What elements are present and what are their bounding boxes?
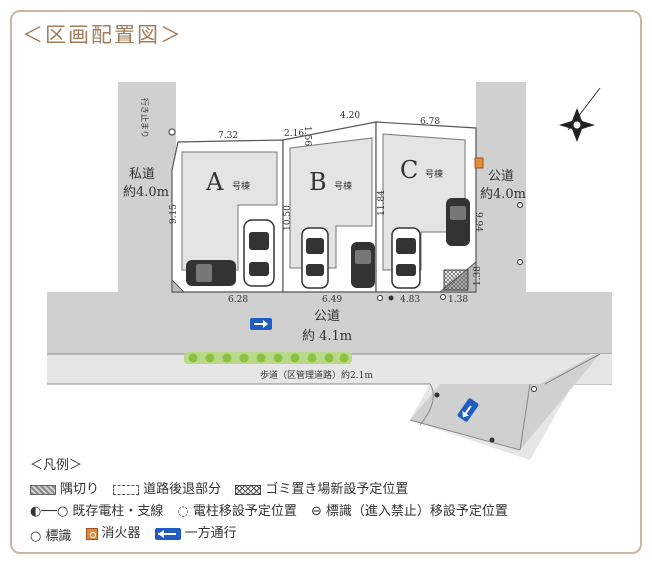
- main-road-label-1: 公道: [314, 309, 340, 324]
- lot-a-suffix: 号棟: [232, 180, 250, 192]
- legend-row-2: ◐──○既存電柱・支線 ◌電柱移設予定位置 ⊖標識（進入禁止）移設予定位置: [30, 502, 518, 522]
- corner-cut-swatch: [30, 485, 56, 495]
- legend-heading: ＜凡例＞: [30, 458, 83, 473]
- left-road-label-2: 約4.0m: [123, 185, 169, 200]
- legend-extinguisher: 消火器: [101, 526, 141, 541]
- garbage-swatch: [235, 485, 262, 495]
- dead-end-label: 行き止まり: [140, 98, 150, 138]
- dim-mid-b: 10.50: [283, 205, 293, 231]
- legend-one-way: 一方通行: [184, 526, 237, 541]
- dim-bottom-b: 6.49: [322, 295, 342, 305]
- diagonal-road: [410, 354, 600, 450]
- building-a: [181, 151, 278, 271]
- street-trees: [184, 352, 352, 364]
- legend-row-3: ○標識 消火器 一方通行: [30, 524, 247, 547]
- right-road-label-1: 公道: [488, 169, 514, 184]
- one-way-arrow-main: [250, 318, 272, 330]
- setback-swatch: [113, 485, 140, 495]
- pole-symbol-icon: ◐──○: [30, 504, 69, 519]
- dim-bottom-a: 6.28: [228, 295, 248, 305]
- car-b2: [351, 242, 375, 288]
- pole-marker: [168, 128, 176, 136]
- right-road-label-2: 約4.0m: [480, 187, 526, 202]
- pole-move-icon: ◌: [177, 504, 189, 519]
- dim-right-c: 9.94: [473, 212, 483, 232]
- legend-pole-move: 電柱移設予定位置: [192, 504, 297, 519]
- compass-icon: [559, 87, 601, 142]
- legend-row-1: 隅切り 道路後退部分 ゴミ置き場新設予定位置: [30, 480, 418, 502]
- dim-top-c: 6.78: [420, 117, 440, 127]
- dim-left-a: 9.15: [169, 204, 179, 224]
- lot-c-name: C: [400, 156, 418, 184]
- left-road-label-1: 私道: [129, 167, 155, 182]
- car-b1: [301, 227, 329, 289]
- legend-garbage-site: ゴミ置き場新設予定位置: [265, 482, 409, 497]
- main-road-label-2: 約 4.1m: [302, 329, 352, 344]
- sign-icon: ○: [30, 529, 42, 544]
- one-way-arrow-diagonal: [457, 398, 479, 422]
- lot-b-name: B: [309, 168, 327, 196]
- car-c2: [446, 198, 470, 246]
- garbage-site: [443, 269, 469, 291]
- extinguisher-marker: [474, 157, 484, 169]
- one-way-icon: [154, 528, 181, 540]
- dim-top-a: 7.32: [218, 131, 238, 141]
- dim-bottom-c: 4.83: [400, 295, 420, 305]
- dim-top-156: 1.56: [302, 126, 312, 146]
- dim-top-b: 4.20: [340, 111, 360, 121]
- dim-bottom-138: 1.38: [448, 295, 468, 305]
- legend-pole: 既存電柱・支線: [72, 504, 164, 519]
- lot-a-name: A: [205, 168, 224, 196]
- right-public-road: [476, 82, 526, 292]
- main-public-road: [47, 292, 612, 354]
- extinguisher-icon: [85, 528, 98, 540]
- page-title: ＜区画配置図＞: [22, 23, 183, 47]
- lot-b-suffix: 号棟: [334, 180, 352, 192]
- car-a1: [243, 219, 275, 287]
- dim-top-216: 2.16: [284, 129, 304, 139]
- sign-move-icon: ⊖: [311, 504, 322, 519]
- legend-sign-move: 標識（進入禁止）移設予定位置: [325, 504, 508, 519]
- sidewalk-label: 歩道（区管理道路）約2.1m: [260, 369, 373, 381]
- private-road: [118, 82, 176, 292]
- legend-sign: 標識: [45, 529, 72, 544]
- legend-road-setback: 道路後退部分: [143, 482, 222, 497]
- lot-c-suffix: 号棟: [425, 168, 443, 180]
- dim-right-138: 1.38: [473, 266, 483, 286]
- dim-mid-c: 11.84: [377, 190, 387, 216]
- car-c1: [391, 227, 421, 289]
- legend-corner-cut: 隅切り: [60, 482, 100, 497]
- car-a2: [186, 260, 236, 286]
